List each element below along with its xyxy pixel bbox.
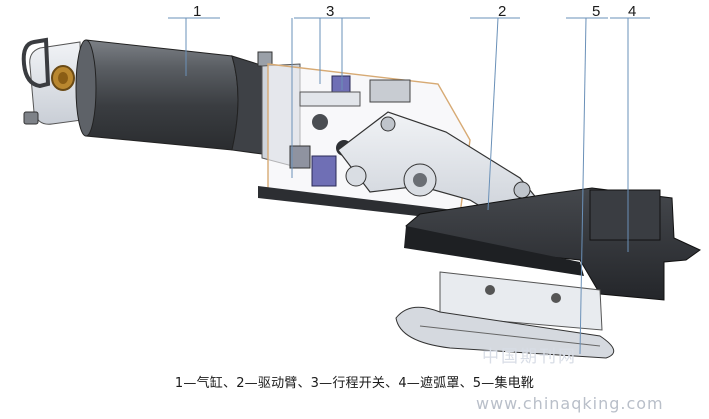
- drive-arm: [337, 111, 558, 231]
- callout-5: 5: [592, 3, 601, 20]
- watermark-url: www.chinaqking.com: [476, 394, 664, 413]
- callout-1: 1: [193, 3, 202, 20]
- figure-caption: 1—气缸、2—驱动臂、3—行程开关、4—遮弧罩、5—集电靴: [174, 376, 535, 391]
- leader-lines: [168, 17, 650, 355]
- cylinder: [21, 37, 301, 169]
- callout-2: 2: [498, 3, 507, 20]
- collector-shoe: [395, 271, 615, 359]
- arc-shield: [404, 187, 701, 301]
- callout-4: 4: [628, 3, 637, 20]
- watermark-cn: 中国期刊网: [482, 347, 577, 367]
- callout-3: 3: [326, 3, 335, 20]
